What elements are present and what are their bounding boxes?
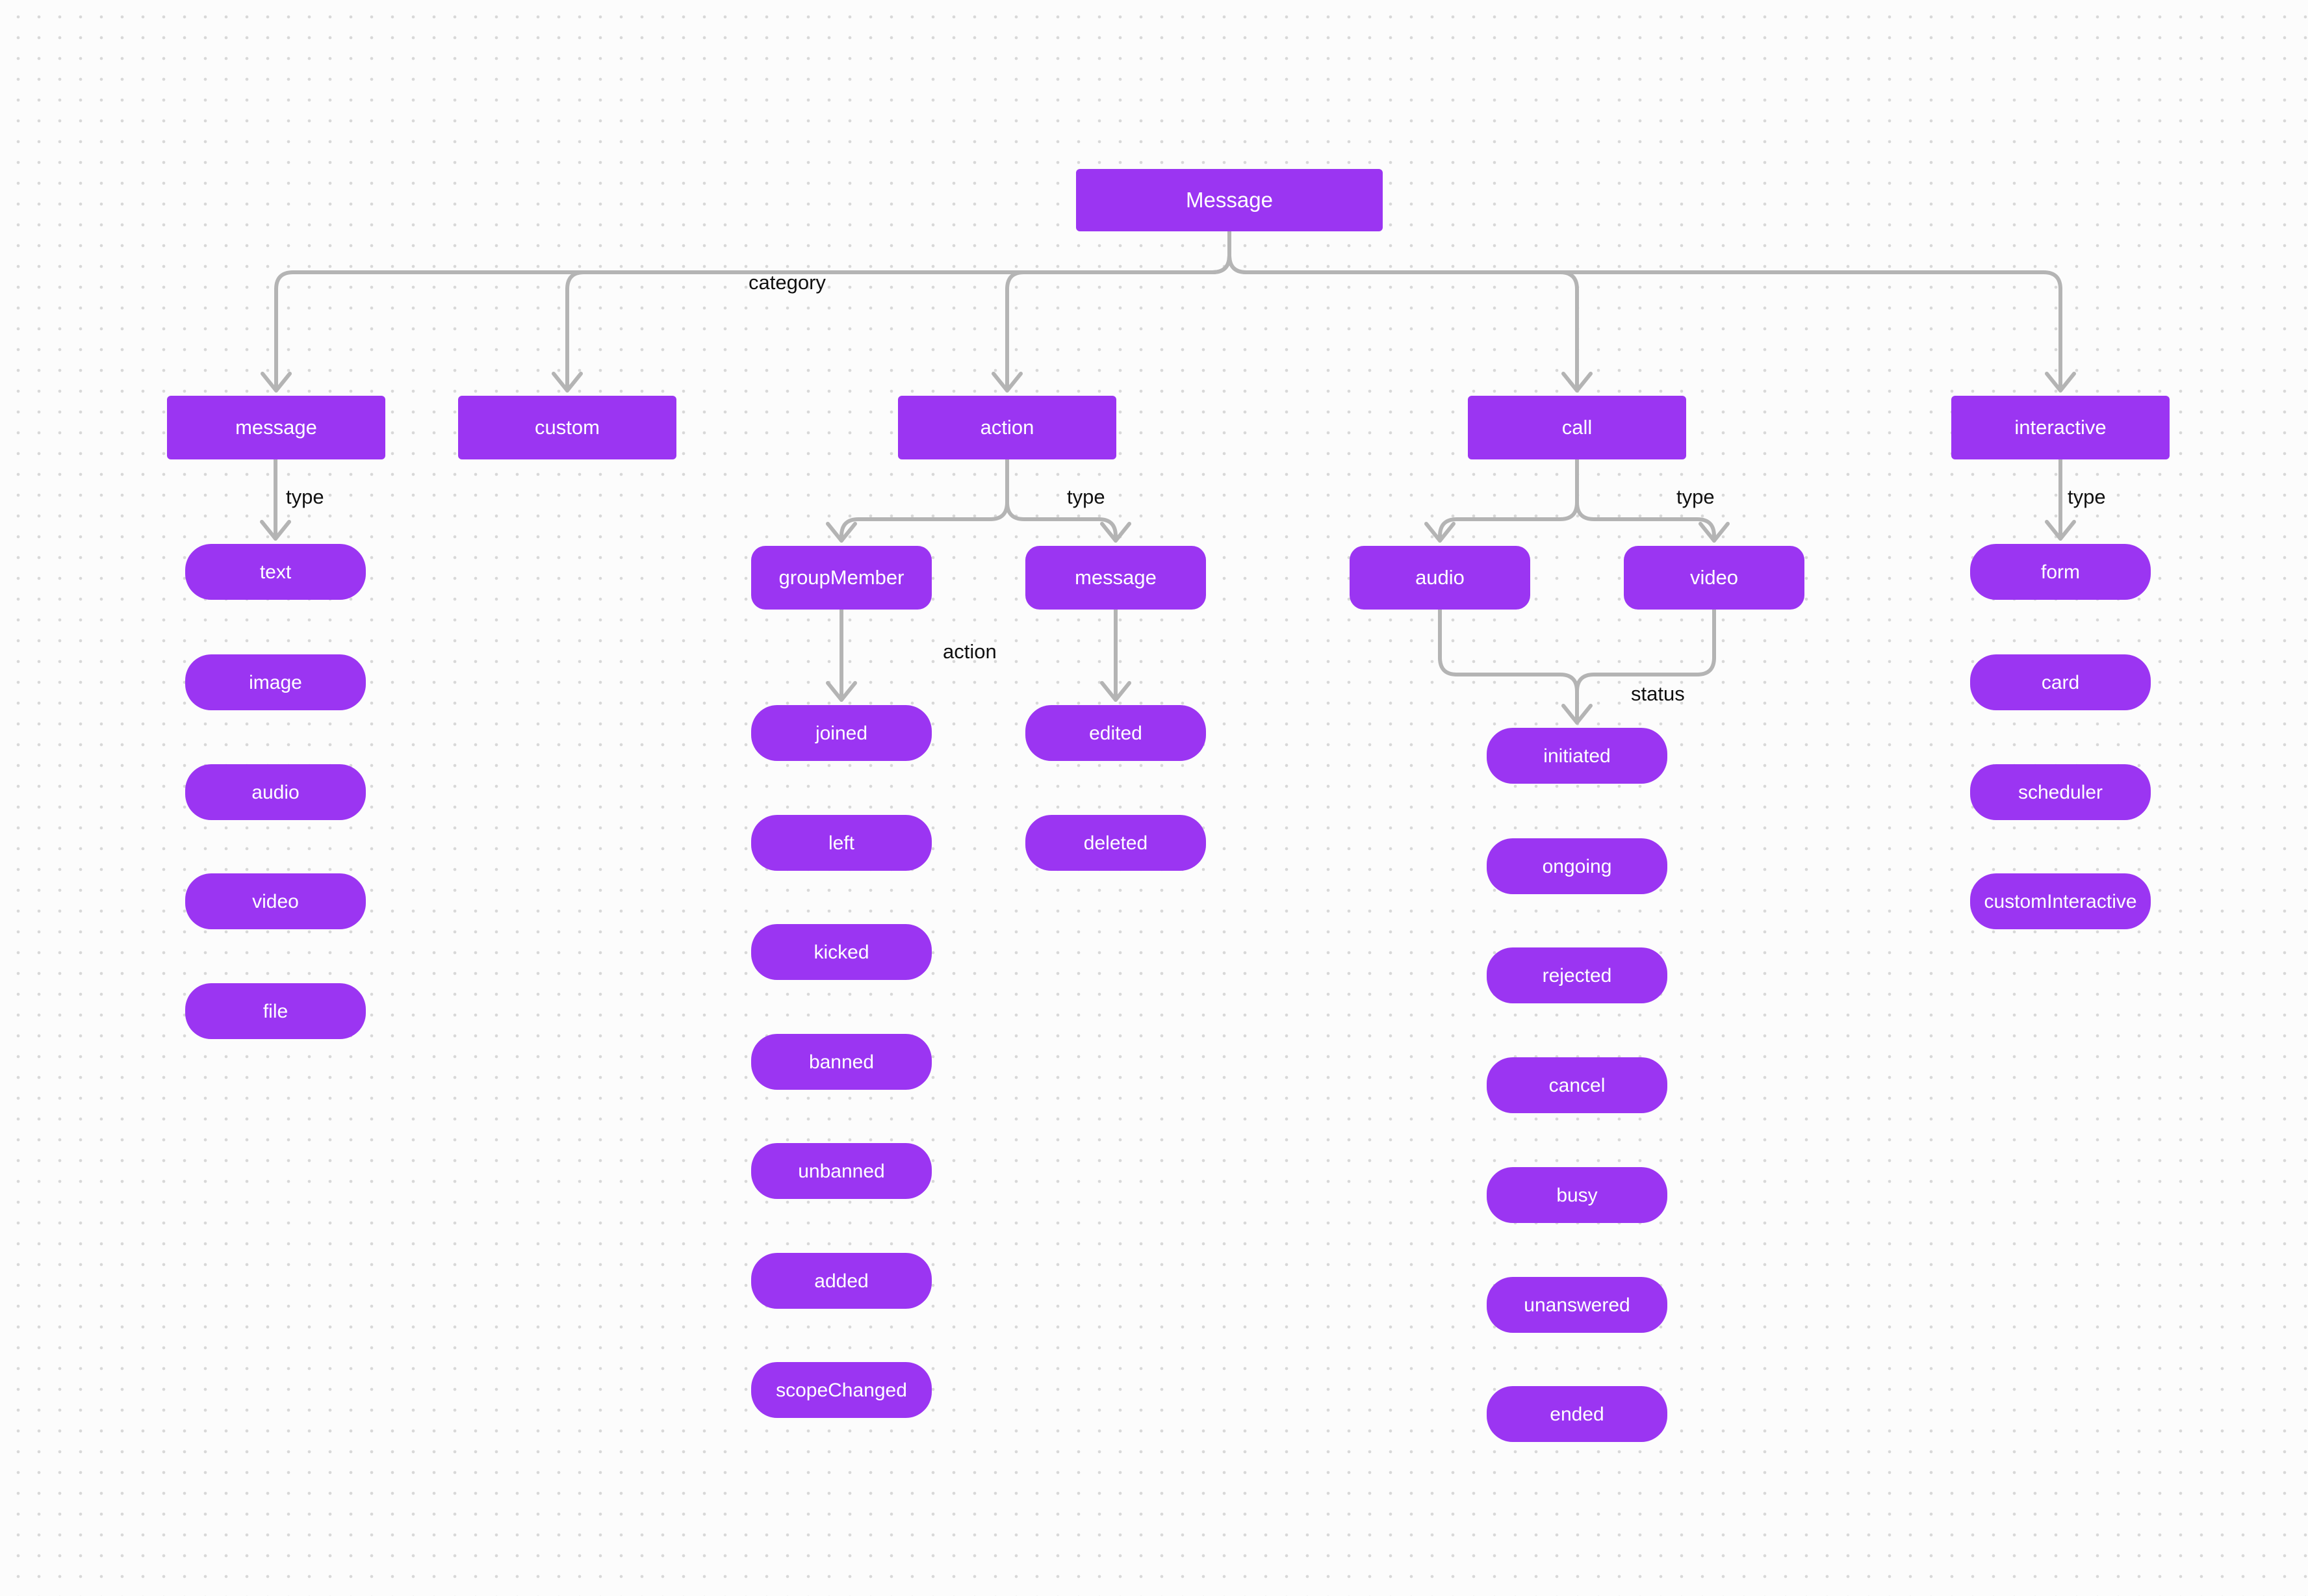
node-label: initiated	[1543, 745, 1611, 767]
leaf-node-kicked-groupmember-actions[interactable]: kicked	[751, 924, 932, 980]
leaf-node-scope-changed-groupmember-actions[interactable]: scopeChanged	[751, 1362, 932, 1418]
leaf-node-added-groupmember-actions[interactable]: added	[751, 1253, 932, 1309]
leaf-node-audio-message-types[interactable]: audio	[185, 764, 366, 820]
leaf-node-initiated-call-statuses[interactable]: initiated	[1487, 728, 1667, 784]
edge-category-message-arrowhead	[261, 372, 292, 393]
branch-node-action[interactable]: action	[898, 396, 1116, 459]
leaf-node-file-message-types[interactable]: file	[185, 983, 366, 1039]
leaf-node-deleted-message-actions[interactable]: deleted	[1025, 815, 1206, 871]
node-label: customInteractive	[1984, 890, 2137, 912]
leaf-node-joined-groupmember-actions[interactable]: joined	[751, 705, 932, 761]
leaf-node-unbanned-groupmember-actions[interactable]: unbanned	[751, 1143, 932, 1199]
edge-label-status: status	[1631, 682, 1685, 705]
node-label: file	[263, 1000, 288, 1022]
edge-label-type-message: type	[286, 485, 324, 508]
edge-type-message-text-arrowhead	[260, 520, 291, 541]
leaf-node-edited-message-actions[interactable]: edited	[1025, 705, 1206, 761]
edge-type-groupmember-arrowhead	[826, 522, 857, 543]
leaf-node-cancel-call-statuses[interactable]: cancel	[1487, 1057, 1667, 1113]
node-label: groupMember	[778, 565, 904, 589]
node-label: banned	[808, 1051, 875, 1073]
edge-category-custom	[565, 229, 1231, 393]
edge-type-video-arrowhead	[1699, 522, 1730, 543]
branch-node-interactive[interactable]: interactive	[1951, 396, 2170, 459]
node-label: joined	[815, 722, 868, 744]
node-label: scheduler	[2018, 781, 2103, 803]
edge-type-interactive-form-arrowhead	[2045, 520, 2076, 541]
root-node-message[interactable]: Message	[1076, 169, 1383, 231]
leaf-node-banned-groupmember-actions[interactable]: banned	[751, 1034, 932, 1090]
edge-category-action-arrowhead	[992, 372, 1023, 393]
edge-label-type-call: type	[1676, 485, 1715, 508]
edge-category-interactive-arrowhead	[2045, 372, 2076, 393]
node-label: audio	[1415, 565, 1465, 589]
node-label: deleted	[1083, 832, 1148, 854]
edge-category-call-arrowhead	[1561, 372, 1593, 393]
node-label: call	[1561, 415, 1593, 439]
node-label: ended	[1550, 1403, 1604, 1425]
edge-type-audio	[1438, 457, 1579, 543]
mid-node-audio-2[interactable]: audio	[1350, 546, 1530, 610]
node-label: unanswered	[1524, 1294, 1630, 1316]
node-label: image	[249, 671, 302, 693]
edge-category-interactive	[1227, 229, 2062, 393]
node-label: form	[2041, 561, 2080, 583]
edge-type-actionmessage-arrowhead	[1100, 522, 1131, 543]
leaf-node-ended-call-statuses[interactable]: ended	[1487, 1386, 1667, 1442]
node-label: custom	[535, 415, 600, 439]
node-label: message	[1075, 565, 1157, 589]
leaf-node-text-message-types[interactable]: text	[185, 544, 366, 600]
branch-node-custom[interactable]: custom	[458, 396, 676, 459]
node-label: video	[1689, 565, 1739, 589]
leaf-node-card-interactive-types[interactable]: card	[1970, 654, 2151, 710]
branch-node-message[interactable]: message	[167, 396, 385, 459]
node-label: edited	[1089, 722, 1142, 744]
node-label: rejected	[1542, 964, 1612, 986]
leaf-node-custom-interactive-interactive-types[interactable]: customInteractive	[1970, 873, 2151, 929]
leaf-node-left-groupmember-actions[interactable]: left	[751, 815, 932, 871]
node-label: ongoing	[1542, 855, 1612, 877]
node-label: Message	[1186, 187, 1273, 212]
mid-node-message-1[interactable]: message	[1025, 546, 1206, 610]
node-label: text	[259, 561, 292, 583]
leaf-node-image-message-types[interactable]: image	[185, 654, 366, 710]
edge-category-action	[1005, 229, 1231, 393]
edge-label-category: category	[749, 271, 826, 294]
node-label: card	[2041, 671, 2080, 693]
leaf-node-video-message-types[interactable]: video	[185, 873, 366, 929]
edge-type-groupmember	[840, 457, 1009, 543]
edge-action-joined-arrowhead	[826, 681, 857, 702]
node-label: interactive	[2014, 415, 2107, 439]
leaf-node-form-interactive-types[interactable]: form	[1970, 544, 2151, 600]
node-label: added	[814, 1270, 869, 1292]
edge-status-audio	[1438, 608, 1579, 725]
node-label: audio	[251, 781, 300, 803]
edge-label-type-interactive: type	[2068, 485, 2106, 508]
node-label: unbanned	[798, 1160, 885, 1182]
edge-status-arrowhead	[1561, 704, 1593, 725]
leaf-node-ongoing-call-statuses[interactable]: ongoing	[1487, 838, 1667, 894]
node-label: left	[828, 832, 855, 854]
branch-node-call[interactable]: call	[1468, 396, 1686, 459]
node-label: action	[980, 415, 1034, 439]
edge-type-audio-arrowhead	[1424, 522, 1455, 543]
edge-category-custom-arrowhead	[552, 372, 583, 393]
node-label: scopeChanged	[776, 1379, 907, 1401]
node-label: kicked	[814, 941, 869, 963]
edge-action-edited-arrowhead	[1100, 681, 1131, 702]
mid-node-video-3[interactable]: video	[1624, 546, 1804, 610]
edge-label-type-action: type	[1067, 485, 1105, 508]
mid-node-group-member-0[interactable]: groupMember	[751, 546, 932, 610]
edge-category-message	[274, 229, 1231, 393]
edge-category-call	[1227, 229, 1579, 393]
node-label: message	[235, 415, 317, 439]
leaf-node-scheduler-interactive-types[interactable]: scheduler	[1970, 764, 2151, 820]
leaf-node-rejected-call-statuses[interactable]: rejected	[1487, 947, 1667, 1003]
node-label: video	[252, 890, 299, 912]
node-label: cancel	[1548, 1074, 1606, 1096]
edge-label-action: action	[943, 640, 997, 663]
leaf-node-busy-call-statuses[interactable]: busy	[1487, 1167, 1667, 1223]
node-label: busy	[1556, 1184, 1598, 1206]
leaf-node-unanswered-call-statuses[interactable]: unanswered	[1487, 1277, 1667, 1333]
